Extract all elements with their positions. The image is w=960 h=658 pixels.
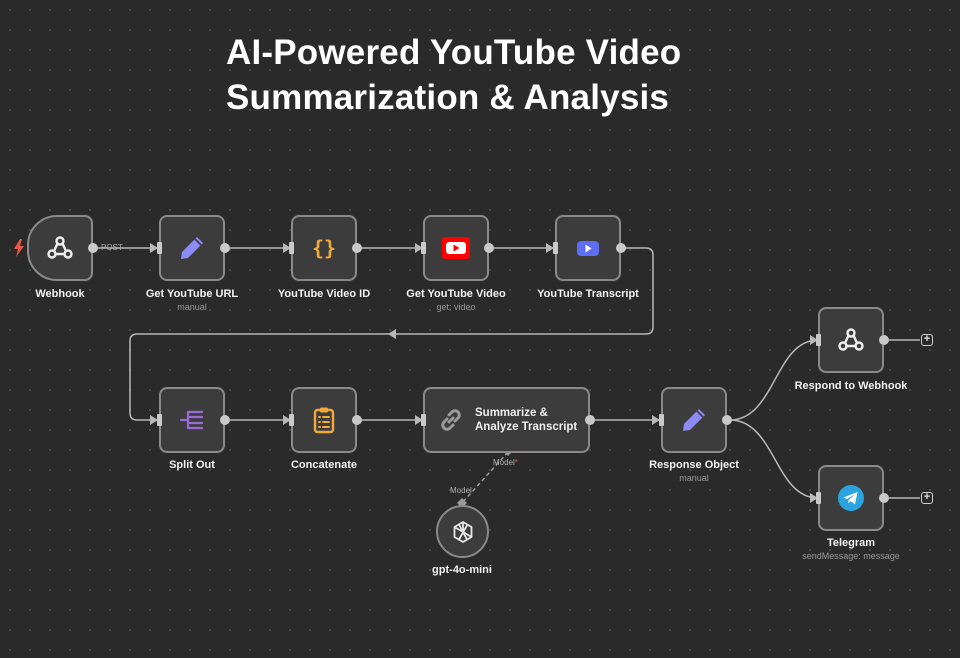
telegram-sub: sendMessage: message	[802, 551, 900, 561]
webhook-icon	[47, 236, 73, 259]
response-object-label: Response Object	[649, 459, 739, 471]
add-node-plus-icon[interactable]: +	[921, 492, 933, 504]
split-icon	[179, 410, 204, 430]
title-line-1: AI-Powered YouTube Video	[226, 33, 682, 72]
get-youtube-video-node[interactable]	[423, 215, 489, 281]
telegram-input-port[interactable]	[816, 492, 821, 504]
get-youtube-url-input-port[interactable]	[157, 242, 162, 254]
split-out-label: Split Out	[169, 459, 215, 471]
wire-response-respond	[729, 339, 819, 421]
pencil-icon	[683, 409, 705, 431]
arrow-head	[415, 243, 423, 253]
split-out-input-port[interactable]	[157, 414, 162, 426]
youtube-transcript-label: YouTube Transcript	[537, 288, 639, 300]
concatenate-input-port[interactable]	[289, 414, 294, 426]
response-object-output-port[interactable]	[722, 415, 732, 425]
youtube-video-id-output-port[interactable]	[352, 243, 362, 253]
gpt-4o-mini-node[interactable]	[436, 505, 489, 558]
gpt-4o-mini-label: gpt-4o-mini	[432, 564, 492, 576]
model-in-label: Model	[450, 486, 472, 495]
youtube-play-icon	[577, 241, 599, 256]
get-youtube-url-output-port[interactable]	[220, 243, 230, 253]
arrow-head	[810, 493, 818, 503]
add-node-plus-icon[interactable]: +	[921, 334, 933, 346]
respond-to-webhook-output-port[interactable]	[879, 335, 889, 345]
summarize-output-port[interactable]	[585, 415, 595, 425]
arrow-head	[388, 329, 396, 339]
arrow-head	[546, 243, 554, 253]
pencil-icon	[181, 237, 203, 259]
svg-text:{}: {}	[312, 236, 336, 260]
wire-response-telegram	[729, 419, 819, 499]
arrow-head	[150, 415, 158, 425]
summarize-input-port[interactable]	[421, 414, 426, 426]
arrow-head	[415, 415, 423, 425]
page-title: AI-Powered YouTube Video Summarization &…	[226, 30, 681, 120]
summarize-analyze-label: Summarize & Analyze Transcript	[475, 407, 578, 433]
telegram-output-port[interactable]	[879, 493, 889, 503]
youtube-video-id-label: YouTube Video ID	[277, 288, 371, 300]
title-line-2: Summarization & Analysis	[226, 78, 670, 117]
youtube-transcript-output-port[interactable]	[616, 243, 626, 253]
respond-to-webhook-input-port[interactable]	[816, 334, 821, 346]
get-youtube-video-sub: get: video	[436, 302, 476, 312]
get-youtube-url-label: Get YouTube URL	[145, 288, 239, 300]
summarize-analyze-node[interactable]: Summarize & Analyze Transcript	[423, 387, 590, 453]
arrow-head	[150, 243, 158, 253]
response-object-sub: manual	[679, 473, 709, 483]
get-youtube-video-output-port[interactable]	[484, 243, 494, 253]
get-youtube-url-node[interactable]	[159, 215, 225, 281]
post-edge-label: POST	[101, 243, 123, 252]
get-youtube-video-label: Get YouTube Video	[406, 288, 506, 300]
curly-braces-icon: {}	[312, 236, 336, 260]
model-out-text: Model	[493, 458, 515, 467]
youtube-video-id-input-port[interactable]	[289, 242, 294, 254]
wire-model-dashed	[461, 451, 509, 504]
clipboard-icon	[313, 407, 335, 434]
get-youtube-url-sub: manual	[177, 302, 207, 312]
concatenate-label: Concatenate	[290, 459, 358, 471]
youtube-transcript-node[interactable]	[555, 215, 621, 281]
trigger-bolt-icon	[14, 239, 24, 257]
webhook-icon	[838, 328, 864, 351]
telegram-label: Telegram	[826, 537, 876, 549]
response-object-node[interactable]	[661, 387, 727, 453]
chain-link-icon	[441, 409, 461, 431]
arrow-head	[810, 335, 818, 345]
openai-icon	[453, 520, 472, 543]
respond-to-webhook-label: Respond to Webhook	[794, 380, 908, 392]
concatenate-output-port[interactable]	[352, 415, 362, 425]
webhook-node[interactable]	[27, 215, 93, 281]
get-youtube-video-input-port[interactable]	[421, 242, 426, 254]
split-out-output-port[interactable]	[220, 415, 230, 425]
model-out-label: Model*	[493, 458, 518, 467]
arrow-head	[283, 415, 291, 425]
split-out-node[interactable]	[159, 387, 225, 453]
youtube-video-id-node[interactable]: {}	[291, 215, 357, 281]
concatenate-node[interactable]	[291, 387, 357, 453]
respond-to-webhook-node[interactable]	[818, 307, 884, 373]
arrow-head	[283, 243, 291, 253]
response-object-input-port[interactable]	[659, 414, 664, 426]
required-marker: *	[514, 458, 518, 467]
youtube-icon	[442, 237, 470, 259]
youtube-transcript-input-port[interactable]	[553, 242, 558, 254]
telegram-icon	[838, 485, 864, 511]
telegram-node[interactable]	[818, 465, 884, 531]
arrow-head	[652, 415, 660, 425]
webhook-label: Webhook	[35, 288, 85, 300]
webhook-output-port[interactable]	[88, 243, 98, 253]
